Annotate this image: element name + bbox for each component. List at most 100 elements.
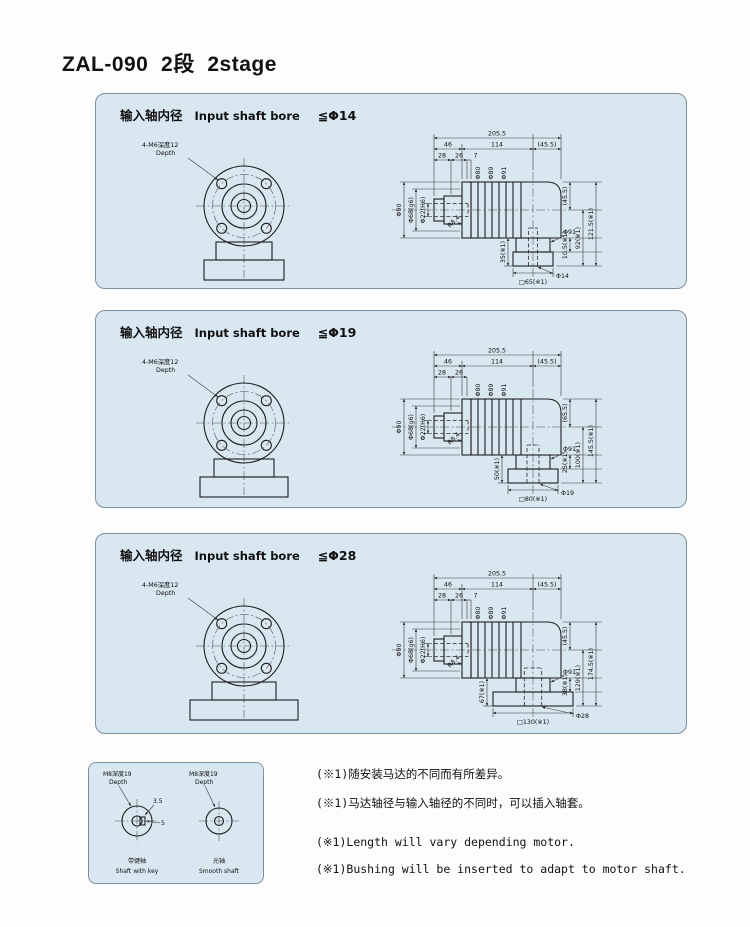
dim-top-d3: Φ91: [501, 167, 508, 180]
tap-spec-label: M8深度19: [103, 770, 132, 778]
dim-small3: 7: [473, 593, 477, 600]
dim-left-d3: Φ22(H6): [420, 637, 427, 664]
dim-right-b: 38(※1): [562, 674, 569, 696]
dim-top-d1: Φ80: [475, 384, 482, 397]
dim-right-d: 121.5(※1): [588, 208, 595, 240]
dim-left-d2: Φ68(g6): [408, 637, 415, 663]
smooth-shaft-view: M8深度19 Depth 光轴 Smooth shaft: [189, 770, 240, 875]
depth-label: Depth: [109, 779, 127, 786]
panel-bore-28: 输入轴内径 Input shaft bore ≦Φ28: [95, 533, 687, 734]
dim-total: 205.5: [488, 571, 506, 578]
dim-left-d1: Φ90: [396, 644, 403, 657]
dim-seg1: 46: [444, 582, 452, 589]
dim-top-d3: Φ91: [501, 384, 508, 397]
dim-square-flange: □80(※1): [519, 496, 547, 503]
dim-small2: 26: [455, 153, 463, 160]
dim-neck-height: 67(※1): [479, 681, 486, 703]
shaft-type-panel: M8深度19 Depth 3.5 5 带键轴 Shaft with key M8…: [88, 762, 264, 884]
smooth-shaft-label-cn: 光轴: [213, 857, 225, 865]
dim-right-c: 129(※1): [575, 665, 582, 691]
bolt-spec-label: 4-M6深度12: [142, 580, 178, 589]
note-en-1: (※1)Length will vary depending motor.: [316, 835, 575, 849]
panel-bore-spec: ≦Φ19: [317, 325, 357, 340]
dim-total: 205.5: [488, 348, 506, 355]
dim-top-d2: Φ89: [488, 167, 495, 180]
dim-small2: 26: [455, 370, 463, 377]
front-view: 4-M6深度12 Depth: [142, 580, 299, 721]
dim-flange-diameter: Φ91: [563, 229, 576, 236]
side-view: 205.5 46 114 (45.5) 28 26 7 Φ80 Φ89 Φ91: [392, 131, 602, 286]
dim-small1: 28: [438, 153, 446, 160]
side-view: 205.5 46 114 (45.5) 28 26 7 Φ80 Φ89 Φ91: [392, 571, 602, 726]
dim-square-flange: □65(※1): [519, 279, 547, 286]
dim-small2: 26: [455, 593, 463, 600]
shaft-type-drawing: M8深度19 Depth 3.5 5 带键轴 Shaft with key M8…: [103, 770, 240, 875]
dim-bore: Φ28: [576, 713, 589, 720]
dim-right-a: (65.5): [562, 404, 569, 423]
key-depth-dim: 5: [161, 820, 165, 827]
key-width-dim: 3.5: [153, 798, 163, 805]
bolt-spec-label: 4-M6深度12: [142, 357, 178, 366]
panel-header: 输入轴内径 Input shaft bore ≦Φ28: [96, 534, 686, 564]
drawing-phi28: 4-M6深度12 Depth: [142, 571, 602, 726]
panel-title-en: Input shaft bore: [194, 326, 300, 340]
dim-left-d3: Φ22(H6): [420, 197, 427, 224]
panel-bore-14: 输入轴内径 Input shaft bore ≦Φ14: [95, 93, 687, 289]
dim-right-a: (45.5): [562, 627, 569, 646]
front-view: 4-M6深度12 Depth: [142, 140, 292, 281]
panel-title-cn: 输入轴内径: [120, 108, 183, 123]
panel-bore-spec: ≦Φ14: [317, 108, 357, 123]
note-cn-1: (※1)随安装马达的不同而有所差异。: [316, 767, 510, 781]
dim-neck-height: 50(※1): [494, 458, 501, 480]
shaft-with-key-label-en: Shaft with key: [116, 868, 159, 875]
dim-top-d1: Φ80: [475, 607, 482, 620]
depth-label: Depth: [195, 779, 213, 786]
tap-spec-label: M8深度19: [189, 770, 218, 778]
dim-left-d2: Φ68(g6): [408, 197, 415, 223]
dim-total: 205.5: [488, 131, 506, 138]
dim-seg1: 46: [444, 142, 452, 149]
notes: (※1)随安装马达的不同而有所差异。 (※1)马达轴径与输入轴径的不同时，可以插…: [316, 766, 736, 889]
dim-small1: 28: [438, 593, 446, 600]
drawing-phi19: 4-M6深度12 Depth: [142, 348, 602, 503]
shaft-with-key-label-cn: 带键轴: [128, 857, 146, 865]
dim-right-b: 25(※1): [562, 451, 569, 473]
dim-left-d2: Φ68(g6): [408, 414, 415, 440]
panel-title-cn: 输入轴内径: [120, 548, 183, 563]
smooth-shaft-label-en: Smooth shaft: [199, 868, 240, 875]
panel-title-cn: 输入轴内径: [120, 325, 183, 340]
dim-bore: Φ19: [561, 490, 574, 497]
note-cn-2: (※1)马达轴径与输入轴径的不同时，可以插入轴套。: [316, 796, 590, 810]
panel-title-en: Input shaft bore: [194, 109, 300, 123]
dim-small3: 7: [473, 153, 477, 160]
dim-neck-height: 35(※1): [500, 241, 507, 263]
dim-seg3: (45.5): [538, 582, 557, 589]
dim-small1: 28: [438, 370, 446, 377]
dim-left-d1: Φ90: [396, 421, 403, 434]
front-view: 4-M6深度12 Depth: [142, 357, 292, 498]
dim-top-d3: Φ91: [501, 607, 508, 620]
dim-bore: Φ14: [556, 273, 569, 280]
depth-label: Depth: [156, 367, 175, 374]
note-en-2: (※1)Bushing will be inserted to adapt to…: [316, 862, 686, 876]
depth-label: Depth: [156, 150, 175, 157]
dim-seg2: 114: [491, 582, 503, 589]
dim-right-c: 92(※1): [575, 227, 582, 249]
dim-square-flange: □130(※1): [517, 719, 549, 726]
dim-seg1: 46: [444, 359, 452, 366]
dim-seg3: (45.5): [538, 359, 557, 366]
bolt-spec-label: 4-M6深度12: [142, 140, 178, 149]
side-view: 205.5 46 114 (45.5) 28 26 Φ80 Φ89 Φ91: [392, 348, 602, 503]
dim-right-d: 174.5(※1): [588, 648, 595, 680]
depth-label: Depth: [156, 590, 175, 597]
dim-flange-diameter: Φ91: [563, 669, 576, 676]
dim-left-d3: Φ22(H6): [420, 414, 427, 441]
panel-header: 输入轴内径 Input shaft bore ≦Φ19: [96, 311, 686, 341]
dim-seg2: 114: [491, 142, 503, 149]
dim-left-d1: Φ90: [396, 204, 403, 217]
dim-right-d: 145.5(※1): [588, 425, 595, 457]
dim-flange-diameter: Φ91: [563, 446, 576, 453]
page-title: ZAL-090 2段 2stage: [62, 53, 277, 76]
dim-top-d2: Φ89: [488, 384, 495, 397]
